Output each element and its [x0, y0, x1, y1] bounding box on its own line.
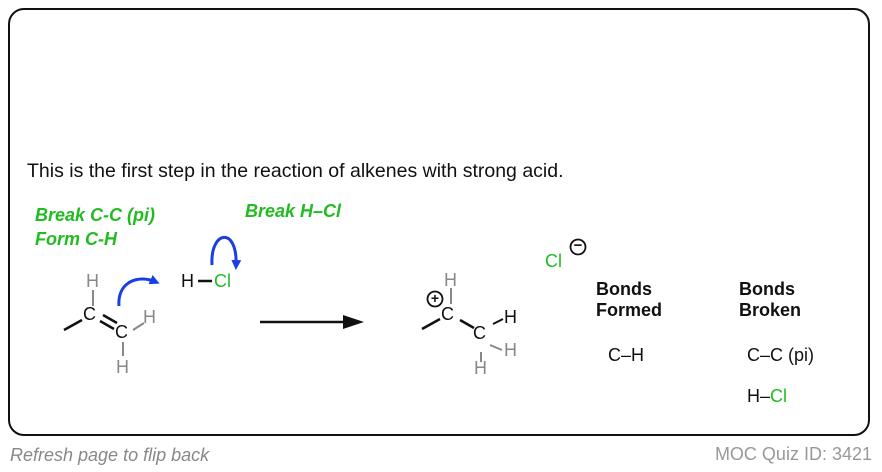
cation-h-bottom: H: [474, 358, 487, 378]
bonds-broken-item-1: C–C (pi): [747, 345, 815, 365]
alkene-c1: C: [83, 304, 96, 324]
alkene-bonds: [63, 313, 118, 332]
cation-h-right: H: [504, 307, 517, 327]
quiz-card[interactable]: [8, 8, 870, 436]
bonds-broken-heading-1: Bonds: [739, 279, 795, 299]
pi-to-h-arrow: [117, 274, 160, 307]
minus-charge-circle: [569, 238, 587, 256]
minus-sign: −: [573, 237, 583, 254]
plus-sign: +: [430, 290, 440, 306]
bonds-broken-item-2-prefix: H–: [747, 386, 771, 406]
plus-charge-circle: [426, 290, 444, 308]
alkene-h-bonds: [92, 290, 145, 356]
reaction-arrow-head: [343, 315, 364, 329]
hcl-h: H: [181, 271, 194, 291]
cation-h-top: H: [444, 270, 457, 290]
carbocation-bonds: [421, 317, 475, 331]
refresh-hint: Refresh page to flip back: [10, 445, 210, 465]
bonds-formed-heading-2: Formed: [596, 300, 663, 320]
quiz-id: MOC Quiz ID: 3421: [714, 444, 872, 464]
alkene-c2: C: [115, 322, 128, 342]
bonds-broken-item-2: H–Cl: [747, 386, 787, 407]
bonds-formed-heading-1: Bonds: [596, 279, 652, 299]
intro-text: This is the first step in the reaction o…: [27, 160, 564, 182]
bonds-formed-item: C–H: [608, 345, 645, 365]
alkene-h-bottom: H: [116, 357, 129, 377]
chloride-cl: Cl: [545, 251, 562, 271]
break-pi-label: Break C-C (pi): [35, 205, 156, 225]
form-ch-label: Form C-H: [35, 229, 117, 249]
bonds-broken-item-2-cl: Cl: [770, 386, 788, 406]
cation-h-lowright: H: [504, 340, 517, 360]
bonds-broken-heading-2: Broken: [739, 300, 802, 320]
hcl-bond-arrow: [210, 236, 242, 270]
cation-c2: C: [473, 323, 486, 343]
break-hcl-label: Break H–Cl: [245, 201, 342, 221]
alkene-h-right: H: [143, 307, 156, 327]
alkene-h-top: H: [86, 271, 99, 291]
ch-new-bond: [492, 318, 504, 325]
hcl-cl: Cl: [214, 271, 231, 291]
carbocation-h-bonds: [450, 288, 503, 362]
cation-c1: C: [441, 304, 454, 324]
